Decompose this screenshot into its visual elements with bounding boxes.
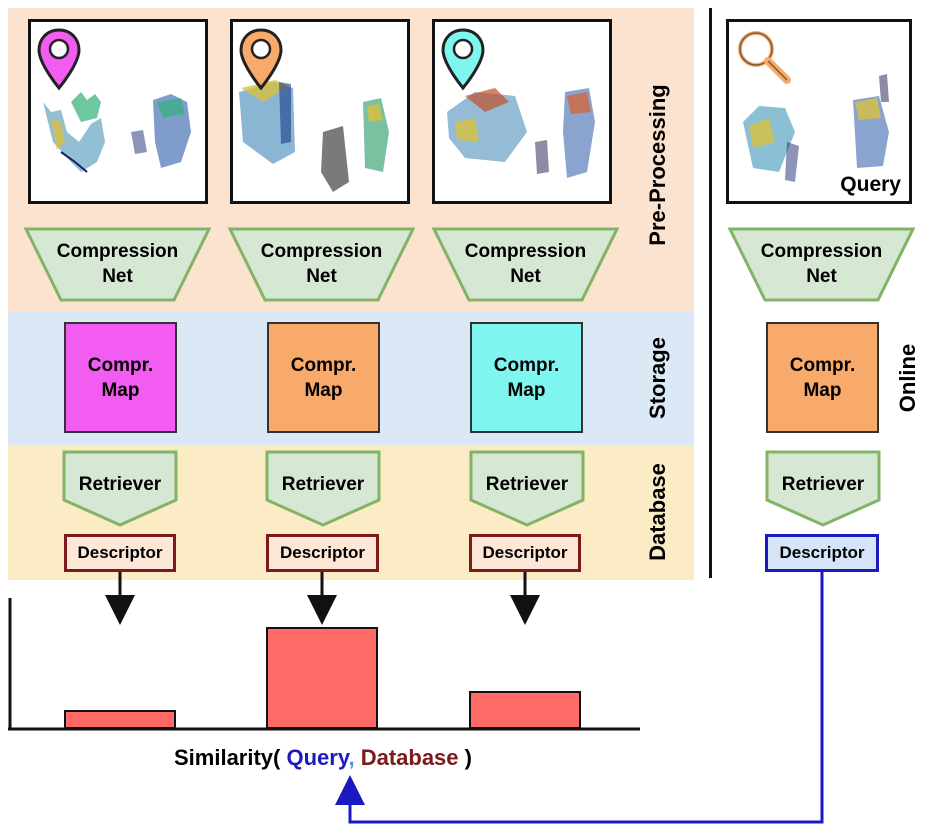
similarity-bar-3 bbox=[469, 691, 581, 729]
compressed-map-2: Compr. Map bbox=[267, 322, 380, 433]
compressed-map-1: Compr. Map bbox=[64, 322, 177, 433]
storage-label: Storage bbox=[645, 337, 670, 419]
similarity-bar-2 bbox=[266, 627, 378, 729]
point-cloud-scan-2 bbox=[230, 19, 410, 204]
query-arrow bbox=[335, 572, 824, 824]
similarity-bar-1 bbox=[64, 710, 176, 729]
search-icon bbox=[738, 31, 791, 84]
compression-net-query bbox=[728, 227, 915, 302]
descriptor-1: Descriptor bbox=[64, 534, 176, 572]
online-divider bbox=[709, 8, 712, 578]
retriever-3 bbox=[469, 450, 585, 527]
map-label-line-1: Compr. bbox=[290, 354, 357, 376]
compressed-map-3: Compr. Map bbox=[470, 322, 583, 433]
map-label-line-2: Map bbox=[507, 379, 546, 401]
online-label: Online bbox=[895, 343, 920, 413]
similarity-label: Similarity( Query, Database ) bbox=[174, 745, 472, 771]
database-label: Database bbox=[645, 463, 670, 561]
retriever-2 bbox=[265, 450, 381, 527]
point-cloud-2 bbox=[239, 80, 389, 192]
compression-net-2 bbox=[228, 227, 415, 302]
location-pin-icon-1 bbox=[37, 28, 81, 91]
location-pin-icon-2 bbox=[239, 28, 283, 91]
similarity-prefix: Similarity( bbox=[174, 745, 281, 770]
descriptor-query: Descriptor bbox=[765, 534, 879, 572]
map-label-line-2: Map bbox=[101, 379, 140, 401]
point-cloud-query bbox=[743, 74, 889, 182]
preprocessing-label: Pre-Processing bbox=[645, 84, 670, 246]
map-label-line-1: Compr. bbox=[493, 354, 560, 376]
point-cloud-scan-1 bbox=[28, 19, 208, 204]
compressed-map-query: Compr. Map bbox=[766, 322, 879, 433]
compression-net-1 bbox=[24, 227, 211, 302]
retriever-1 bbox=[62, 450, 178, 527]
retriever-query bbox=[765, 450, 881, 527]
location-pin-icon-3 bbox=[441, 28, 485, 91]
point-cloud-scan-3 bbox=[432, 19, 612, 204]
map-label-line-2: Map bbox=[803, 379, 842, 401]
map-label-line-1: Compr. bbox=[87, 354, 154, 376]
point-cloud-1 bbox=[43, 92, 191, 173]
similarity-database: Database bbox=[360, 745, 459, 770]
similarity-comma: , bbox=[348, 745, 355, 770]
similarity-query: Query bbox=[286, 745, 349, 770]
point-cloud-3 bbox=[447, 88, 595, 178]
similarity-suffix: ) bbox=[464, 745, 472, 770]
descriptor-3: Descriptor bbox=[469, 534, 581, 572]
descriptor-2: Descriptor bbox=[266, 534, 379, 572]
compression-net-3 bbox=[432, 227, 619, 302]
query-scan-label: Query bbox=[840, 173, 901, 196]
query-scan: Query bbox=[726, 19, 912, 204]
map-label-line-1: Compr. bbox=[789, 354, 856, 376]
map-label-line-2: Map bbox=[304, 379, 343, 401]
